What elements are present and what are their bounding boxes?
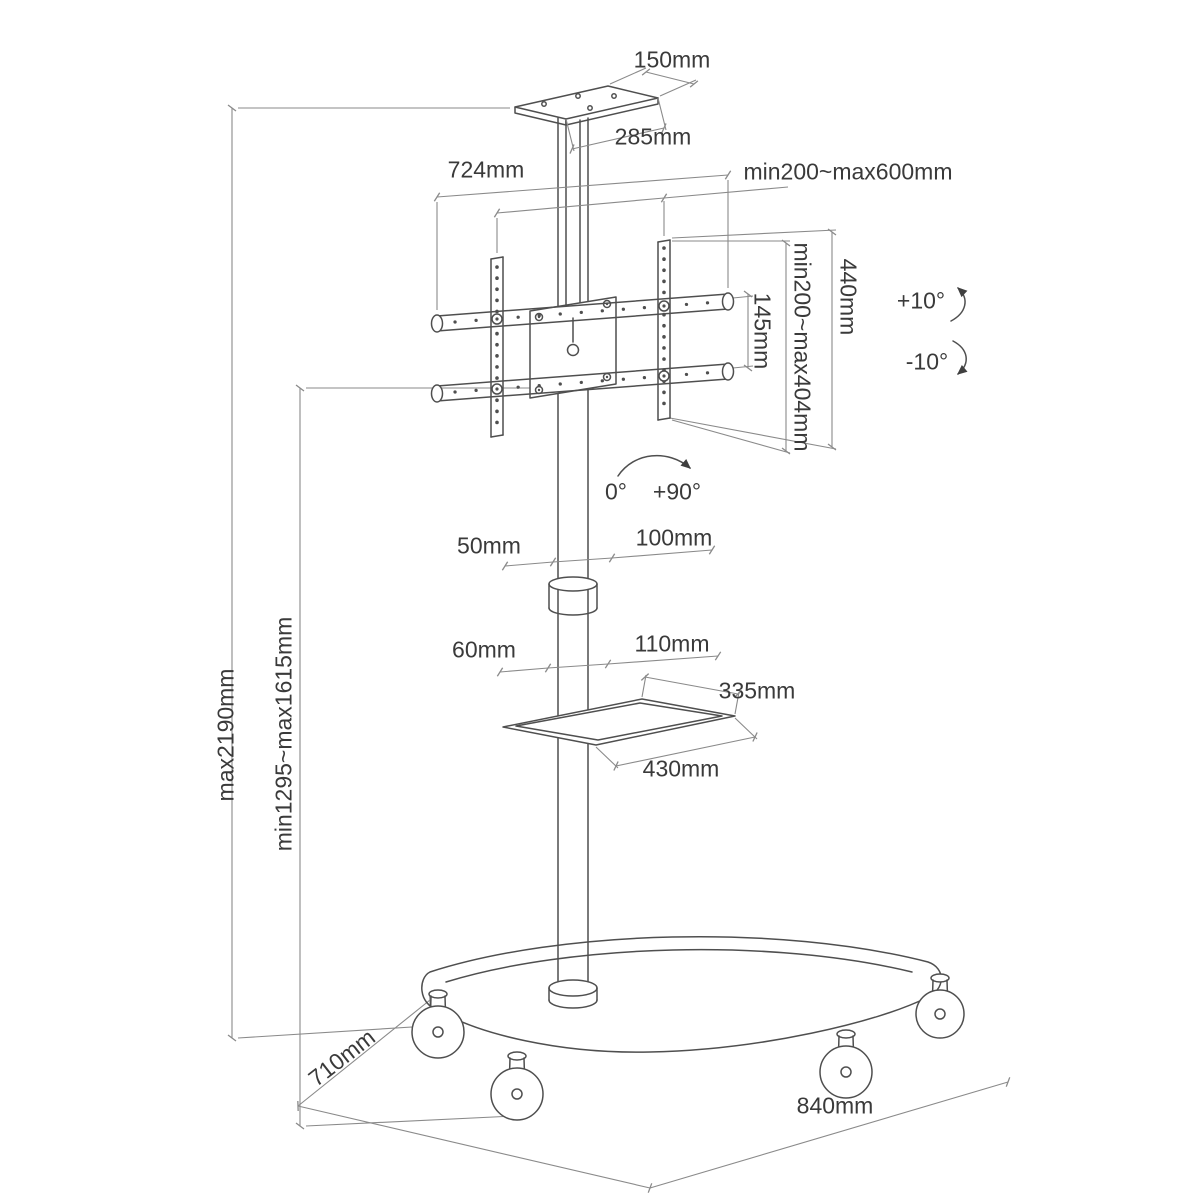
mount-knobs	[491, 300, 670, 395]
caster-back-left	[411, 989, 465, 1059]
dim-label-vesa-height-range: min200~max404mm	[789, 242, 816, 452]
dim-top-plate-width	[565, 97, 667, 154]
dim-shelf-bracket-width	[547, 651, 722, 669]
tilt-arrow-up-icon	[950, 287, 968, 322]
dim-rail-spacing	[732, 290, 754, 372]
dim-bracket-height	[669, 228, 837, 451]
dim-label-bracket-height: 440mm	[835, 258, 862, 336]
tilt-down-angle-label: -10°	[905, 348, 949, 375]
dim-label-base-width: 840mm	[796, 1092, 874, 1119]
dim-label-top-plate-depth: 150mm	[633, 46, 711, 73]
tilt-arrow-down-icon	[952, 340, 968, 375]
caster-back-right	[915, 973, 965, 1039]
dim-vesa-height-range	[671, 239, 791, 455]
column	[557, 117, 589, 987]
caster-front-right	[819, 1029, 873, 1099]
top-plate	[514, 85, 659, 126]
dim-base-depth	[297, 994, 431, 1112]
dim-vesa-width-range	[493, 186, 789, 253]
dim-label-rail-spacing: 145mm	[749, 292, 776, 370]
caster-front-left	[490, 1051, 544, 1121]
floor-outline	[297, 1001, 651, 1189]
dim-label-bracket-width: 724mm	[447, 156, 525, 183]
dim-label-clamp-width: 100mm	[635, 524, 713, 551]
swivel-min-angle-label: 0°	[605, 478, 627, 505]
height-adjust-collar	[548, 576, 598, 616]
column-base-mount	[548, 979, 598, 1009]
dim-label-clamp-depth: 50mm	[457, 532, 521, 559]
dim-shelf-depth	[640, 673, 743, 715]
dim-label-shelf-bracket-width: 110mm	[634, 630, 710, 657]
shelf	[502, 698, 736, 746]
dim-shelf-bracket-depth	[496, 663, 552, 677]
tilt-up-angle-label: +10°	[896, 287, 946, 314]
dim-label-shelf-bracket-depth: 60mm	[452, 636, 516, 663]
dim-top-plate-depth	[609, 67, 699, 97]
dim-label-column-height-range: min1295~max1615mm	[270, 616, 297, 852]
dim-label-top-plate-width: 285mm	[614, 123, 692, 150]
vesa-strip-right	[657, 239, 671, 421]
dim-shelf-width	[595, 717, 758, 771]
dim-label-shelf-depth: 335mm	[718, 677, 796, 704]
dim-clamp-depth	[501, 557, 557, 571]
dim-label-shelf-width: 430mm	[642, 755, 720, 782]
dim-label-max-total-height: max2190mm	[212, 668, 239, 802]
dim-label-vesa-width-range: min200~max600mm	[743, 158, 953, 185]
dim-bracket-width	[433, 170, 732, 310]
dim-total-height	[227, 104, 510, 1042]
swivel-arrow-icon	[617, 454, 691, 477]
vesa-strip-left	[490, 256, 504, 438]
swivel-max-angle-label: +90°	[652, 478, 702, 505]
dim-clamp-width	[552, 545, 716, 563]
base-frame	[421, 935, 942, 1053]
dim-base-width	[647, 1077, 1011, 1193]
